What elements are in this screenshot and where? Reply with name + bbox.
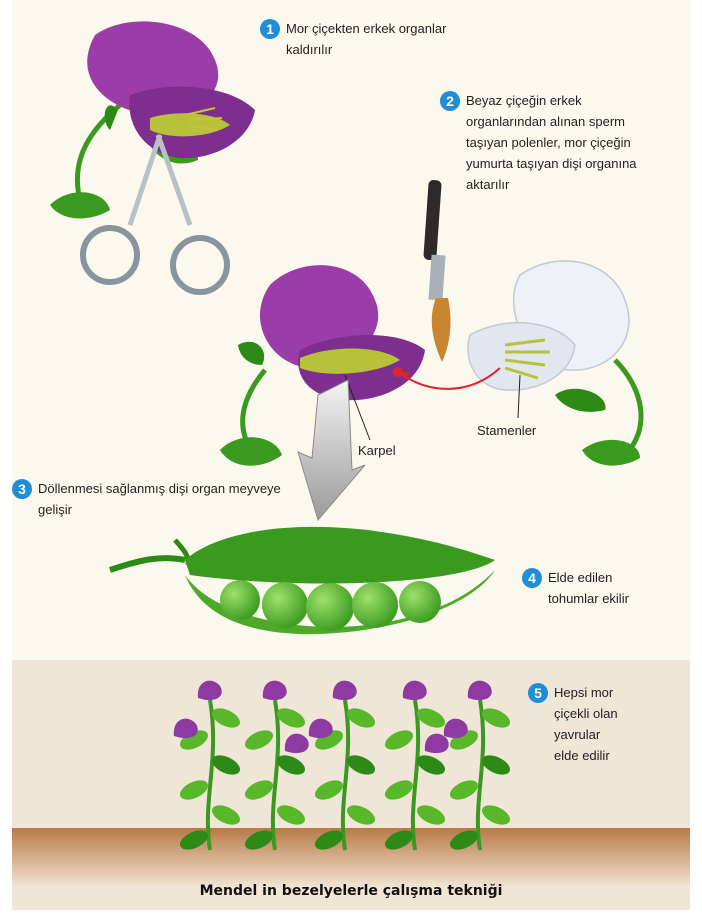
stamenler-label: Stamenler — [477, 423, 536, 438]
step-5: 5 Hepsi mor çiçekli olan yavrular elde e… — [528, 682, 628, 766]
figure-caption: Mendel in bezelyelerle çalışma tekniği — [0, 883, 702, 899]
step-4-text: Elde edilen tohumlar ekilir — [548, 567, 662, 609]
step-2-badge: 2 — [440, 91, 460, 111]
soil-strip — [12, 828, 690, 888]
step-3: 3 Döllenmesi sağlanmış dişi organ meyvey… — [12, 478, 282, 520]
step-1-badge: 1 — [260, 19, 280, 39]
karpel-label: Karpel — [358, 443, 396, 458]
step-4-badge: 4 — [522, 568, 542, 588]
step-3-text: Döllenmesi sağlanmış dişi organ meyveye … — [38, 478, 282, 520]
step-2-text: Beyaz çiçeğin erkek organlarından alınan… — [466, 90, 650, 195]
step-3-badge: 3 — [12, 479, 32, 499]
step-1: 1 Mor çiçekten erkek organlar kaldırılır — [260, 18, 450, 60]
step-5-badge: 5 — [528, 683, 548, 703]
step-5-text: Hepsi mor çiçekli olan yavrular elde edi… — [554, 682, 628, 766]
step-2: 2 Beyaz çiçeğin erkek organlarından alın… — [440, 90, 650, 195]
step-1-text: Mor çiçekten erkek organlar kaldırılır — [286, 18, 450, 60]
stigma — [393, 367, 403, 377]
step-4: 4 Elde edilen tohumlar ekilir — [522, 567, 662, 609]
